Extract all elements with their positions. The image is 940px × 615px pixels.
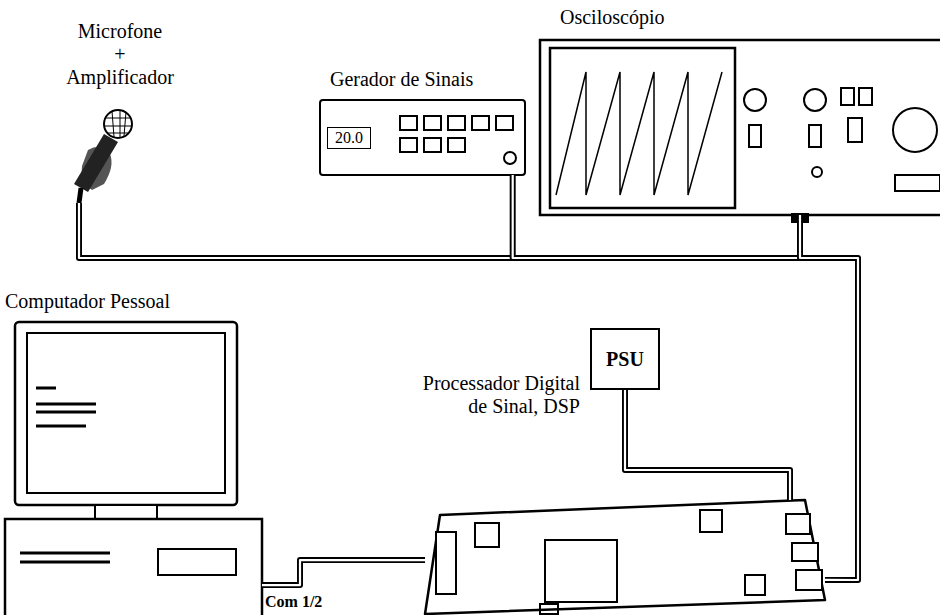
power-jack bbox=[786, 514, 810, 534]
oscilloscope-body bbox=[540, 40, 940, 215]
scope-knob bbox=[744, 89, 766, 111]
text-slot: Processador Digital de Sinal, DSP bbox=[400, 372, 580, 418]
microphone-node: Microfone + Amplificador bbox=[55, 108, 135, 203]
cable-outline bbox=[262, 560, 425, 585]
microphone-illustration bbox=[74, 110, 132, 203]
microphone-body bbox=[74, 134, 118, 192]
cable-connector bbox=[513, 175, 800, 258]
psu-box: PSU bbox=[590, 328, 660, 390]
cable-outline bbox=[513, 175, 800, 258]
chip bbox=[700, 510, 722, 532]
monitor-screen bbox=[27, 333, 225, 493]
oscilloscope-screen bbox=[550, 48, 735, 208]
generator-button bbox=[424, 138, 441, 152]
sawtooth-trace bbox=[556, 72, 722, 195]
text-slot: Computador Pessoal bbox=[5, 290, 170, 313]
text-slot: Gerador de Sinais bbox=[330, 68, 473, 91]
scope-switch bbox=[749, 125, 761, 147]
chip bbox=[475, 523, 499, 547]
generator-button bbox=[400, 116, 417, 130]
text-slot: Osciloscópio bbox=[560, 6, 664, 29]
oscilloscope-illustration bbox=[540, 40, 940, 223]
equipment-label: Gerador de Sinais bbox=[330, 68, 473, 91]
base-slots bbox=[20, 553, 110, 562]
generator-body bbox=[320, 100, 525, 175]
equipment-label: Processador Digital de Sinal, DSP bbox=[400, 372, 580, 418]
cable-core bbox=[262, 560, 425, 585]
scope-knob bbox=[804, 89, 826, 111]
cable-connector bbox=[262, 560, 425, 585]
audio-jack bbox=[796, 570, 822, 590]
generator-button bbox=[400, 138, 417, 152]
computer-base bbox=[5, 519, 262, 615]
scope-input-socket bbox=[812, 167, 822, 177]
scope-switch bbox=[848, 118, 862, 142]
cable-core bbox=[79, 203, 800, 258]
equipment-label: Osciloscópio bbox=[560, 6, 664, 29]
port-label: Com 1/2 bbox=[264, 593, 323, 611]
text-slot: Microfone + Amplificador bbox=[50, 20, 190, 89]
screen-lines bbox=[36, 388, 96, 426]
scope-button bbox=[859, 88, 872, 105]
equipment-label: Computador Pessoal bbox=[5, 290, 170, 313]
cable-core bbox=[513, 175, 800, 258]
scope-button bbox=[841, 88, 854, 105]
microphone-grille bbox=[104, 110, 132, 138]
monitor-case bbox=[15, 322, 237, 505]
chip bbox=[745, 575, 765, 595]
disk-drive bbox=[158, 549, 236, 575]
dsp-chip bbox=[545, 540, 617, 602]
dsp-board-illustration bbox=[425, 500, 825, 614]
monitor-stand bbox=[95, 505, 157, 519]
generator-button bbox=[424, 116, 441, 130]
computer-node: Computador Pessoal bbox=[5, 322, 262, 615]
cable-connector bbox=[800, 215, 858, 580]
cable-core bbox=[800, 215, 858, 580]
scope-switch bbox=[809, 125, 821, 147]
cable-connector bbox=[79, 203, 800, 258]
circuit-board bbox=[425, 500, 825, 614]
equipment-label: Microfone + Amplificador bbox=[50, 20, 190, 89]
cable-outline bbox=[79, 203, 800, 258]
scope-panel bbox=[895, 175, 940, 191]
generator-button bbox=[448, 138, 465, 152]
generator-button bbox=[472, 116, 489, 130]
cable-outline bbox=[800, 215, 858, 580]
audio-jack bbox=[792, 543, 818, 561]
generator-button bbox=[448, 116, 465, 130]
oscilloscope-node: Osciloscópio bbox=[540, 40, 940, 215]
text-slot: 20.0 bbox=[327, 127, 371, 149]
scope-dial bbox=[893, 108, 937, 152]
signal-generator-illustration bbox=[320, 100, 525, 175]
computer-illustration bbox=[5, 322, 262, 615]
signal-generator-node: Gerador de Sinais20.0 bbox=[320, 100, 525, 175]
microphone-head bbox=[104, 110, 132, 138]
microphone-cable-stub bbox=[79, 188, 81, 203]
cable-outline bbox=[625, 390, 790, 500]
display-readout: 20.0 bbox=[327, 127, 371, 149]
psu-label: PSU bbox=[606, 348, 644, 371]
cable-connector bbox=[625, 390, 790, 500]
generator-knob bbox=[504, 152, 516, 164]
generator-button bbox=[496, 116, 513, 130]
text-slot: Com 1/2 bbox=[264, 593, 323, 611]
cable-core bbox=[625, 390, 790, 500]
chip bbox=[540, 604, 558, 614]
serial-connector bbox=[436, 532, 456, 594]
dsp-board-node: Processador Digital de Sinal, DSP bbox=[425, 500, 825, 612]
